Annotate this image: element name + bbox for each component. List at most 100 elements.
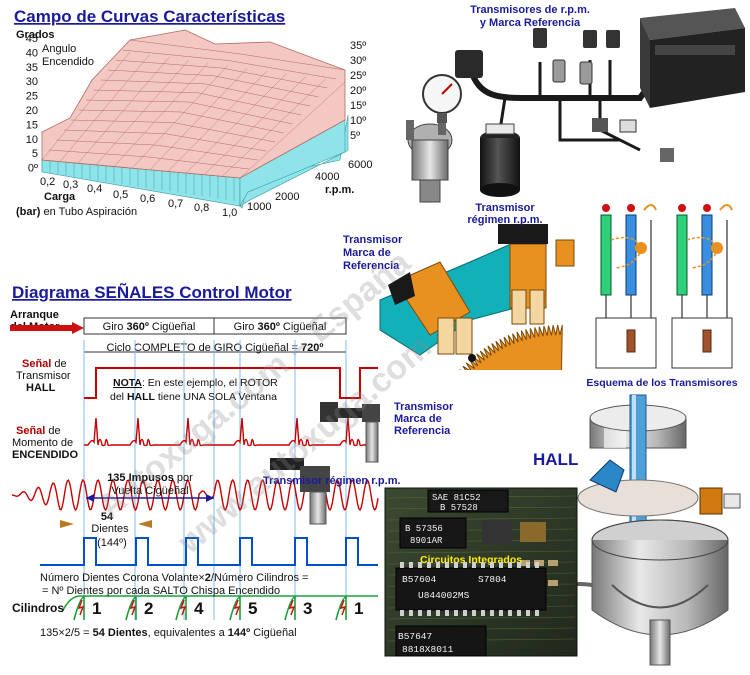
y-tick-label-right: 15º xyxy=(350,100,366,112)
cycle-label: Ciclo COMPLETO de GIRO Cigüeñal = 720º xyxy=(107,342,324,354)
cylinder-number: 4 xyxy=(194,599,204,618)
degrees-label: Grados xyxy=(16,29,55,41)
load-tick-label: 0,7 xyxy=(168,198,183,210)
ign-signal-label-2: Momento de xyxy=(12,437,73,449)
spark-icon xyxy=(129,599,137,616)
plug-icon xyxy=(660,148,674,162)
y-tick-label-right: 25º xyxy=(350,70,366,82)
ignition-signal-trace xyxy=(84,417,378,447)
cylinder-number: 5 xyxy=(248,599,257,618)
chip-sae-line1: SAE 81C52 xyxy=(432,493,481,503)
chip-b57604-line3: U844002MS xyxy=(418,590,470,601)
chip-b57604 xyxy=(395,567,547,611)
rpm-sensor-photo xyxy=(270,458,330,525)
hall-signal-label-3: HALL xyxy=(26,382,56,394)
ref-sensor-label-line2: Marca de xyxy=(343,247,391,259)
note-line-1: NOTA: En este ejemplo, el ROTOR xyxy=(113,377,278,389)
reference-sensor-photo xyxy=(320,402,380,463)
ref-transmitter-label-2: Marca de xyxy=(394,413,442,425)
rpm-tick-label: 4000 xyxy=(315,171,339,183)
chip-pins xyxy=(400,562,539,616)
rpm-tick-label: 1000 xyxy=(247,201,271,213)
y-tick-label-right: 20º xyxy=(350,85,366,97)
rotation-box-2 xyxy=(213,317,347,335)
spark-icon xyxy=(77,599,85,616)
teeth-label-1: 54 xyxy=(101,511,114,523)
spark-icon xyxy=(179,599,187,616)
connector-block-icon xyxy=(455,50,483,78)
chip-b57356-line2: 8901AR xyxy=(410,536,443,546)
hall-sensor-icon xyxy=(589,459,625,493)
signals-title: Diagrama SEÑALES Control Motor xyxy=(12,282,292,302)
y-tick-label: 40 xyxy=(26,47,38,59)
plug-icon xyxy=(606,30,620,48)
chip-b57604-line2: S7804 xyxy=(478,574,507,585)
y-tick-label-right: 35º xyxy=(350,40,366,52)
ign-signal-label-3: ENCENDIDO xyxy=(12,449,78,461)
transmitter-schema: Esquema de los Transmisores xyxy=(586,204,738,389)
spark-icon xyxy=(233,599,241,616)
y-tick-label-right: 30º xyxy=(350,55,366,67)
cylinder-number: 1 xyxy=(92,599,101,618)
sensor-detail-illustration: Transmisor Marca de Referencia Transmiso… xyxy=(343,202,580,370)
teeth-arrow-right-icon xyxy=(138,520,152,528)
signal-diagram: Diagrama SEÑALES Control Motor Giro 360º… xyxy=(10,282,454,639)
hall-signal-label-2: Transmisor xyxy=(16,370,71,382)
ic-label: Circuitos Integrados xyxy=(420,554,522,566)
chip-b57604-line1: B57604 xyxy=(402,574,437,585)
chip-b57647-line1: B57647 xyxy=(398,631,432,642)
note-line-2: del HALL tiene UNA SOLA Ventana xyxy=(110,391,277,403)
tooth-pulse-trace xyxy=(40,537,378,566)
schema-caption: Esquema de los Transmisores xyxy=(586,377,737,389)
plug-icon xyxy=(533,28,547,48)
rpm-sensor-caption: Transmisor régimen r.p.m. xyxy=(263,475,401,487)
timing-gridlines xyxy=(83,340,347,620)
sensor-icon xyxy=(552,59,566,83)
load-tick-label: 0,5 xyxy=(113,189,128,201)
ref-transmitter-label-3: Referencia xyxy=(394,425,451,437)
advance-surface xyxy=(41,29,349,209)
load-label: Carga xyxy=(44,191,76,203)
cylinder-number: 2 xyxy=(144,599,153,618)
rpm-label: r.p.m. xyxy=(325,184,354,196)
ref-transmitter-label-1: Transmisor xyxy=(394,401,454,413)
sensor-icon xyxy=(579,61,593,85)
chip-sae xyxy=(427,489,509,513)
curve-map-chart: Campo de Curvas Características Grados A… xyxy=(14,7,372,219)
pressure-gauge-icon xyxy=(422,74,462,123)
rpm-tick-label: 6000 xyxy=(348,159,372,171)
chip-b57356 xyxy=(399,517,467,549)
load-tick-label: 1,0 xyxy=(222,207,237,219)
cylinder-number: 1 xyxy=(354,599,363,618)
start-arrow-icon xyxy=(72,322,84,334)
relay-icon xyxy=(592,118,608,132)
pulses-label-2: Vuelta Cigüeñal xyxy=(111,485,188,497)
pulses-arrow-left-icon xyxy=(86,494,94,502)
rpm-sensor xyxy=(498,224,575,325)
angle-label: Angulo xyxy=(42,43,76,55)
pulses-arrow-right-icon xyxy=(206,494,214,502)
y-tick-label: 45 xyxy=(26,33,38,45)
sensors-label-line2: y Marca Referencia xyxy=(480,17,581,29)
reference-pin-icon xyxy=(468,354,476,362)
load-tick-label: 0,4 xyxy=(87,183,102,195)
ignition-coil-icon xyxy=(480,123,520,197)
plug-icon xyxy=(583,30,597,48)
wiring-branches xyxy=(498,60,641,152)
chip-b57647-line2: 8818X8011 xyxy=(402,644,454,655)
relay-icon xyxy=(619,119,637,133)
pulses-label-1: 135 Impusos por xyxy=(107,472,193,484)
flywheel-gear xyxy=(459,324,563,370)
advance-label: Encendido xyxy=(42,56,94,68)
schema-unit-left xyxy=(595,204,657,369)
formula-line-2: = Nº Dientes por cada SALTO Chispa Encen… xyxy=(42,585,280,597)
ignition-system-illustration: Transmisores de r.p.m. y Marca Referenci… xyxy=(406,4,745,203)
rotation-label-1: Giro 360º Cigüeñal xyxy=(103,321,196,333)
y-tick-label: 10 xyxy=(26,134,38,146)
